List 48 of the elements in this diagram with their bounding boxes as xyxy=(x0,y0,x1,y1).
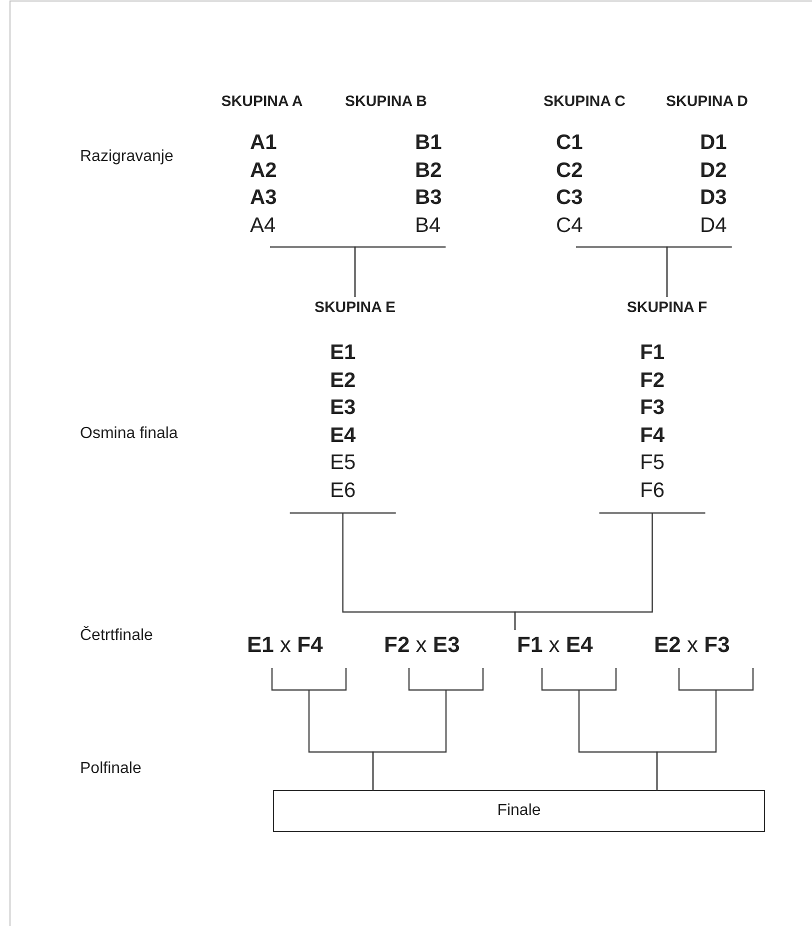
team-name: E6 xyxy=(330,478,356,504)
match-label: F2 x E3 xyxy=(384,632,510,658)
bracket-line xyxy=(666,246,732,297)
team-name: D2 xyxy=(700,158,727,184)
team-name: F4 xyxy=(640,422,665,448)
team-name: F5 xyxy=(640,450,665,476)
group-heading: SKUPINA C xyxy=(542,92,626,112)
round-label: Polfinale xyxy=(80,760,142,778)
match-label: E2 x F3 xyxy=(654,632,780,658)
bracket-line xyxy=(372,667,484,791)
final-box: Finale xyxy=(273,790,765,832)
team-name: D4 xyxy=(700,212,727,238)
team-name: F2 xyxy=(640,368,665,394)
team-name: A3 xyxy=(250,185,277,211)
group-heading: SKUPINA E xyxy=(313,298,397,318)
team-name: F6 xyxy=(640,478,665,504)
team-name: E2 xyxy=(330,368,356,394)
team-name: A2 xyxy=(250,158,277,184)
round-label: Četrtfinale xyxy=(80,627,153,645)
group-heading: SKUPINA F xyxy=(626,298,708,318)
team-name: E4 xyxy=(330,422,356,448)
team-name: A1 xyxy=(250,130,277,156)
team-name: E3 xyxy=(330,395,356,421)
group-heading: SKUPINA D xyxy=(665,92,749,112)
team-name: D1 xyxy=(700,130,727,156)
team-name: D3 xyxy=(700,185,727,211)
team-name: E5 xyxy=(330,450,356,476)
bracket-line xyxy=(354,246,446,297)
team-name: C2 xyxy=(556,158,583,184)
bracket-line xyxy=(656,667,754,791)
team-name: B4 xyxy=(415,212,441,238)
team-name: F3 xyxy=(640,395,665,421)
team-name: C1 xyxy=(556,130,583,156)
team-name: F1 xyxy=(640,340,665,366)
team-name: E1 xyxy=(330,340,356,366)
team-name: A4 xyxy=(250,212,276,238)
match-label: F1 x E4 xyxy=(517,632,643,658)
round-label: Osmina finala xyxy=(80,425,178,443)
team-name: B2 xyxy=(415,158,442,184)
bracket-line xyxy=(514,512,706,631)
group-heading: SKUPINA A xyxy=(220,92,304,112)
team-name: B1 xyxy=(415,130,442,156)
team-name: C3 xyxy=(556,185,583,211)
group-heading: SKUPINA B xyxy=(344,92,428,112)
round-label: Razigravanje xyxy=(80,148,174,166)
match-label: E1 x F4 xyxy=(247,632,373,658)
team-name: C4 xyxy=(556,212,583,238)
team-name: B3 xyxy=(415,185,442,211)
